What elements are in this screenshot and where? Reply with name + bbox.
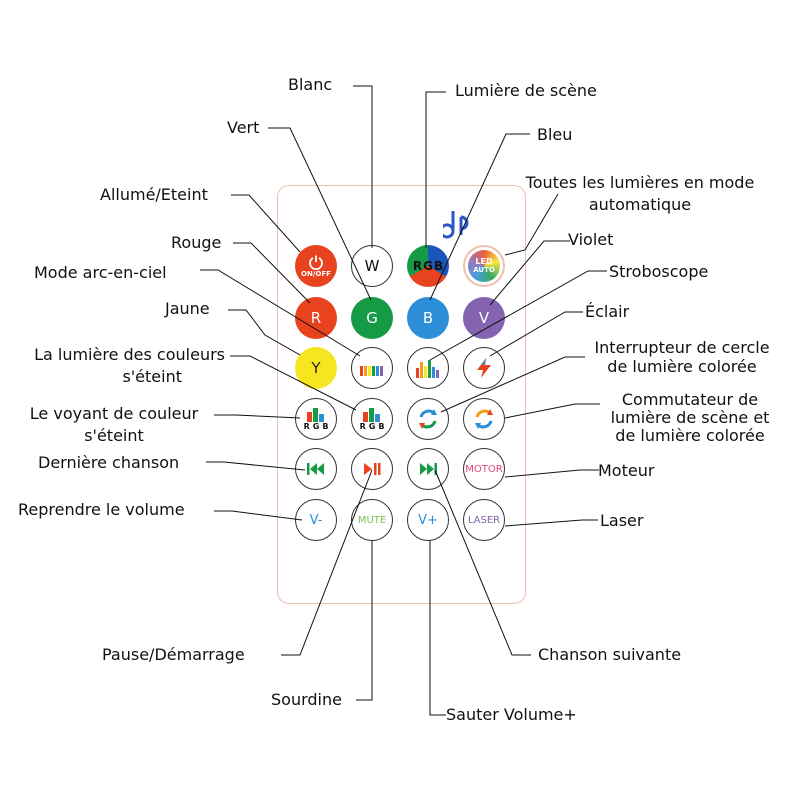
lightning-icon <box>477 358 491 378</box>
white-button[interactable]: W <box>351 245 393 287</box>
label-auto-line2: automatique <box>588 195 692 214</box>
bar-g-label: G <box>312 421 320 431</box>
bar2-g-label: G <box>368 421 376 431</box>
label-commut-line2: lumière de scène et <box>610 408 770 427</box>
previous-song-button[interactable] <box>295 448 337 490</box>
play-pause-button[interactable] <box>351 448 393 490</box>
violet-button-label: V <box>478 309 490 327</box>
label-blanc: Blanc <box>288 75 333 94</box>
label-allume: Allumé/Eteint <box>100 185 208 204</box>
label-vert: Vert <box>227 118 260 137</box>
white-button-label: W <box>364 257 380 275</box>
label-sauter: Sauter Volume+ <box>446 705 577 724</box>
label-suivante: Chanson suivante <box>538 645 682 664</box>
label-moteur: Moteur <box>598 461 655 480</box>
led-label: LED <box>475 257 493 266</box>
strobe-button[interactable] <box>407 347 449 389</box>
led-auto-button[interactable]: LED AUTO <box>463 245 505 287</box>
scene-color-switch-button[interactable] <box>463 398 505 440</box>
label-arc-en-ciel: Mode arc-en-ciel <box>34 263 167 282</box>
play-pause-icon <box>364 463 381 475</box>
label-voyant-line1: Le voyant de couleur <box>29 404 199 423</box>
label-couleurs-off-line2: s'éteint <box>122 367 182 386</box>
label-stroboscope: Stroboscope <box>609 262 709 281</box>
blue-button[interactable]: B <box>407 297 449 339</box>
rainbow-bars-icon <box>360 366 383 376</box>
color-indicator-off-button[interactable]: R G B <box>295 398 337 440</box>
laser-button[interactable]: LASER <box>463 499 505 541</box>
motor-button[interactable]: MOTOR <box>463 448 505 490</box>
color-circle-switch-button[interactable] <box>407 398 449 440</box>
label-commut-line1: Commutateur de <box>621 390 759 409</box>
red-button[interactable]: R <box>295 297 337 339</box>
bar2-r-label: R <box>359 421 366 431</box>
blue-button-label: B <box>422 309 434 327</box>
power-button-label: ON/OFF <box>301 269 331 278</box>
rgb-bars-icon <box>307 407 324 422</box>
label-reprendre: Reprendre le volume <box>18 500 185 519</box>
violet-button[interactable]: V <box>463 297 505 339</box>
label-pause: Pause/Démarrage <box>102 645 245 664</box>
label-laser: Laser <box>600 511 644 530</box>
label-auto-line1: Toutes les lumières en mode <box>525 173 755 192</box>
bar-r-label: R <box>303 421 310 431</box>
switch-arrows-icon <box>475 409 493 429</box>
strobe-bars-icon <box>416 360 439 378</box>
volume-down-label: V- <box>309 512 323 528</box>
label-eclair: Éclair <box>585 302 630 321</box>
power-button[interactable]: ON/OFF <box>295 245 337 287</box>
label-derniere: Dernière chanson <box>38 453 180 472</box>
colors-off-button[interactable]: R G B <box>351 398 393 440</box>
auto-label: AUTO <box>473 266 495 274</box>
power-icon <box>309 255 323 270</box>
label-lumiere-scene: Lumière de scène <box>455 81 597 100</box>
label-sourdine: Sourdine <box>271 690 342 709</box>
previous-icon <box>307 463 324 475</box>
rgb-r-label: R <box>412 259 423 273</box>
rgb-g-label: G <box>423 259 433 273</box>
cycle-arrows-icon <box>419 409 437 429</box>
next-icon <box>420 463 437 475</box>
label-cercle-line1: Interrupteur de cercle <box>594 338 770 357</box>
flash-button[interactable] <box>463 347 505 389</box>
mute-button-label: MUTE <box>357 514 387 526</box>
label-jaune: Jaune <box>165 299 210 318</box>
label-couleurs-off-line1: La lumière des couleurs <box>34 345 225 364</box>
rgb-b-label: B <box>433 259 444 273</box>
green-button[interactable]: G <box>351 297 393 339</box>
green-button-label: G <box>366 309 378 327</box>
volume-up-button[interactable]: V+ <box>407 499 449 541</box>
bar-b-label: B <box>322 421 329 431</box>
bar2-b-label: B <box>378 421 385 431</box>
next-song-button[interactable] <box>407 448 449 490</box>
rainbow-mode-button[interactable] <box>351 347 393 389</box>
rgb-button[interactable]: R G B <box>407 245 449 287</box>
led-auto-swirl <box>468 250 500 282</box>
yellow-button-label: Y <box>311 359 321 377</box>
rgb-bars-icon <box>363 407 380 422</box>
label-commut-line3: de lumière colorée <box>615 426 765 445</box>
label-rouge: Rouge <box>171 233 222 252</box>
laser-button-label: LASER <box>467 514 501 526</box>
volume-up-label: V+ <box>418 512 438 528</box>
label-voyant-line2: s'éteint <box>84 426 144 445</box>
motor-button-label: MOTOR <box>465 463 503 475</box>
red-button-label: R <box>310 309 322 327</box>
label-cercle-line2: de lumière colorée <box>607 357 757 376</box>
label-bleu: Bleu <box>537 125 573 144</box>
label-violet: Violet <box>568 230 614 249</box>
